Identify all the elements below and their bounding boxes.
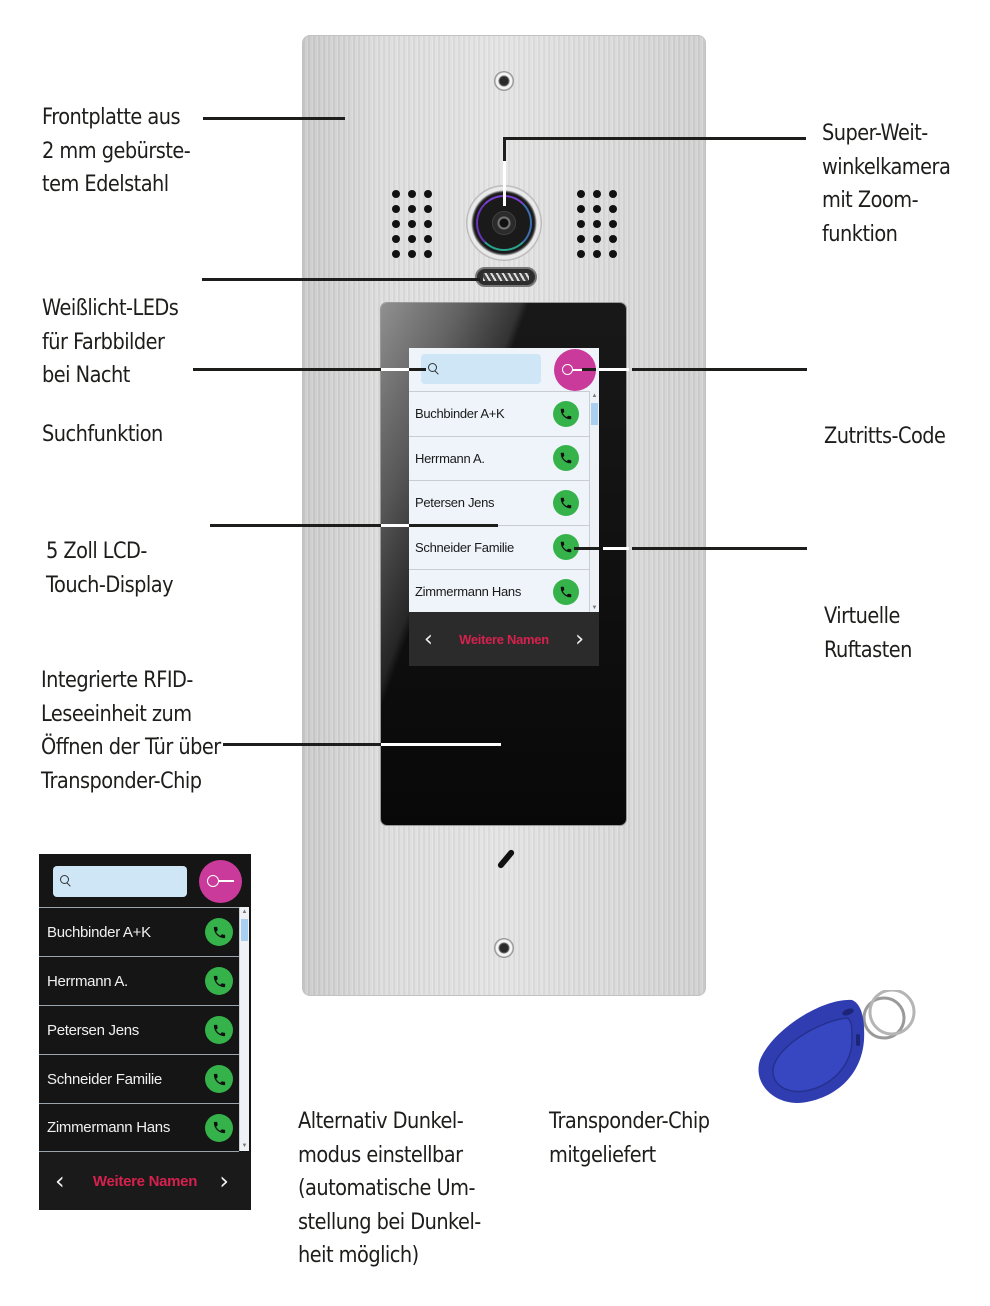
callout-line-ruftasten [632, 547, 807, 550]
resident-name: Herrmann A. [415, 450, 485, 466]
chevron-right-icon[interactable]: › [219, 1167, 229, 1195]
resident-name: Buchbinder A+K [47, 923, 151, 941]
list-item[interactable]: Schneider Familie [39, 1054, 239, 1103]
list-item[interactable]: Buchbinder A+K [39, 907, 239, 956]
callout-line-kamera [503, 137, 806, 140]
scroll-up-arrow-icon[interactable]: ▲ [591, 393, 598, 399]
search-icon [60, 875, 69, 884]
search-field[interactable] [421, 354, 541, 384]
name-list: Buchbinder A+K Herrmann A. Petersen Jens… [39, 907, 239, 1152]
call-button[interactable] [553, 445, 579, 472]
name-list: Buchbinder A+K Herrmann A. Petersen Jens… [409, 391, 589, 614]
callout-line-display [210, 524, 381, 527]
bottom-screw-icon [494, 938, 514, 958]
scrollbar[interactable]: ▲ ▼ [589, 391, 599, 613]
list-item[interactable]: Herrmann A. [39, 956, 239, 1005]
chevron-left-icon[interactable]: ‹ [55, 1167, 65, 1195]
callout-line-kamera-vertical [503, 137, 506, 161]
scrollbar-thumb[interactable] [241, 919, 248, 941]
call-button[interactable] [553, 489, 579, 516]
phone-icon [213, 926, 225, 938]
search-icon [428, 363, 437, 372]
call-button[interactable] [205, 1016, 233, 1044]
list-item[interactable]: Buchbinder A+K [409, 391, 589, 436]
phone-icon [213, 1024, 225, 1036]
touch-display-light: Buchbinder A+K Herrmann A. Petersen Jens… [409, 348, 599, 666]
chevron-right-icon[interactable]: › [575, 626, 584, 652]
callout-line-display-white [381, 524, 409, 527]
phone-icon [213, 1121, 225, 1134]
callout-line-ruftasten-inner [574, 547, 599, 550]
list-item[interactable]: Petersen Jens [409, 480, 589, 525]
call-button[interactable] [205, 1113, 233, 1142]
callout-line-display-inner [409, 524, 498, 527]
callout-line-suche-white [381, 368, 409, 371]
more-names-button[interactable]: Weitere Namen [92, 1172, 198, 1190]
resident-name: Schneider Familie [47, 1070, 162, 1088]
transponder-chip-icon [758, 990, 916, 1103]
scroll-up-arrow-icon[interactable]: ▲ [241, 909, 248, 915]
callout-line-kamera-vertical-white [503, 161, 506, 206]
more-names-button[interactable]: Weitere Namen [459, 631, 549, 647]
list-item[interactable]: Zimmermann Hans [409, 569, 589, 614]
search-field[interactable] [53, 866, 187, 897]
scrollbar-thumb[interactable] [591, 403, 598, 425]
speaker-grill-right [577, 190, 617, 258]
callout-line-zutritt-inner [582, 368, 596, 371]
callout-line-leds [202, 278, 480, 281]
call-button[interactable] [205, 918, 233, 946]
call-button[interactable] [205, 967, 233, 995]
list-item[interactable]: Petersen Jens [39, 1005, 239, 1054]
top-screw-icon [494, 71, 514, 91]
label-dunkelmodus: Alternativ Dunkel-modus einstellbar(auto… [298, 1109, 481, 1268]
callout-line-ruftasten-white [603, 547, 629, 550]
callout-line-suche-inner [409, 368, 426, 371]
resident-name: Zimmermann Hans [415, 584, 522, 600]
phone-icon [560, 497, 572, 508]
white-led-strip [475, 267, 537, 287]
scrollbar[interactable]: ▲ ▼ [239, 907, 249, 1151]
resident-name: Petersen Jens [47, 1021, 139, 1039]
chevron-left-icon[interactable]: ‹ [424, 626, 433, 652]
access-code-button[interactable] [199, 860, 242, 903]
list-item[interactable]: Zimmermann Hans [39, 1103, 239, 1152]
phone-icon [560, 542, 572, 553]
pagination-bar: ‹ Weitere Namen › [39, 1152, 251, 1210]
resident-name: Petersen Jens [415, 495, 495, 511]
resident-name: Schneider Familie [415, 539, 514, 555]
label-display: 5 Zoll LCD-Touch-Display [46, 539, 174, 598]
callout-line-suche [193, 368, 381, 371]
phone-icon [560, 453, 572, 464]
phone-icon [560, 408, 572, 419]
call-button[interactable] [205, 1065, 233, 1093]
phone-icon [213, 1073, 225, 1085]
label-zutritt: Zutritts-Code [824, 424, 946, 449]
pagination-bar: ‹ Weitere Namen › [409, 612, 599, 666]
call-button[interactable] [553, 578, 579, 605]
label-suchfunktion: Suchfunktion [42, 422, 163, 447]
phone-icon [560, 586, 572, 597]
resident-name: Herrmann A. [47, 972, 128, 990]
callout-line-rfid [223, 743, 381, 746]
touch-display-dark: Buchbinder A+K Herrmann A. Petersen Jens… [39, 854, 251, 1210]
call-button[interactable] [553, 400, 579, 427]
speaker-grill-left [392, 190, 432, 258]
resident-name: Zimmermann Hans [47, 1119, 171, 1136]
list-item[interactable]: Schneider Familie [409, 524, 589, 570]
scroll-down-arrow-icon[interactable]: ▼ [591, 605, 598, 611]
phone-icon [213, 975, 225, 987]
callout-line-frontplatte [203, 117, 345, 120]
callout-line-zutritt [632, 368, 807, 371]
resident-name: Buchbinder A+K [415, 406, 505, 422]
scroll-down-arrow-icon[interactable]: ▼ [241, 1143, 248, 1149]
list-item[interactable]: Herrmann A. [409, 435, 589, 481]
callout-line-rfid-white [381, 743, 501, 746]
callout-line-zutritt-white [599, 368, 629, 371]
